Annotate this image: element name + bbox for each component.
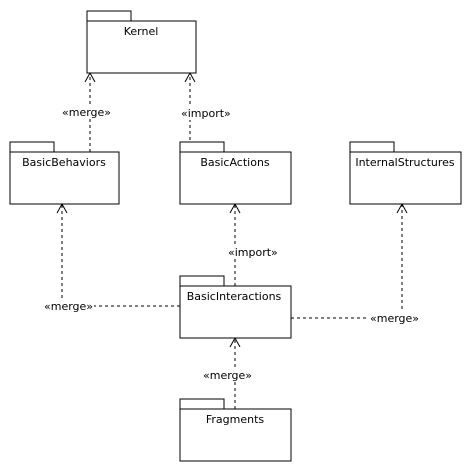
stereotype-label-actions-kernel: «import» bbox=[178, 106, 234, 120]
stereotype-label-fragments-interactions: «merge» bbox=[201, 368, 255, 382]
stereotype-text: «merge» bbox=[62, 106, 111, 119]
package-basic-interactions[interactable]: BasicInteractions bbox=[179, 275, 292, 339]
stereotype-text: «merge» bbox=[203, 369, 252, 382]
package-name: InternalStructures bbox=[355, 156, 455, 169]
stereotype-label-interactions-behaviors: «merge» bbox=[42, 299, 94, 313]
package-name: BasicBehaviors bbox=[22, 156, 106, 169]
stereotype-text: «merge» bbox=[370, 312, 419, 325]
package-name: Fragments bbox=[206, 413, 265, 426]
package-basic-behaviors[interactable]: BasicBehaviors bbox=[9, 141, 120, 205]
stereotype-text: «import» bbox=[181, 107, 231, 120]
stereotype-text: «import» bbox=[228, 246, 278, 259]
stereotype-label-interactions-structures: «merge» bbox=[368, 311, 420, 325]
package-basic-actions[interactable]: BasicActions bbox=[179, 141, 292, 205]
package-fragments[interactable]: Fragments bbox=[179, 398, 292, 462]
stereotype-text: «merge» bbox=[44, 300, 93, 313]
package-internal-structures[interactable]: InternalStructures bbox=[349, 141, 462, 205]
package-name: Kernel bbox=[124, 25, 159, 38]
stereotype-label-behaviors-kernel: «merge» bbox=[60, 105, 111, 119]
dependency-interactions-to-behaviors bbox=[56, 202, 180, 307]
dependency-interactions-to-structures bbox=[291, 202, 408, 319]
package-name: BasicActions bbox=[200, 156, 270, 169]
stereotype-label-interactions-actions: «import» bbox=[225, 245, 281, 259]
package-kernel[interactable]: Kernel bbox=[86, 10, 197, 74]
package-name: BasicInteractions bbox=[187, 290, 282, 303]
